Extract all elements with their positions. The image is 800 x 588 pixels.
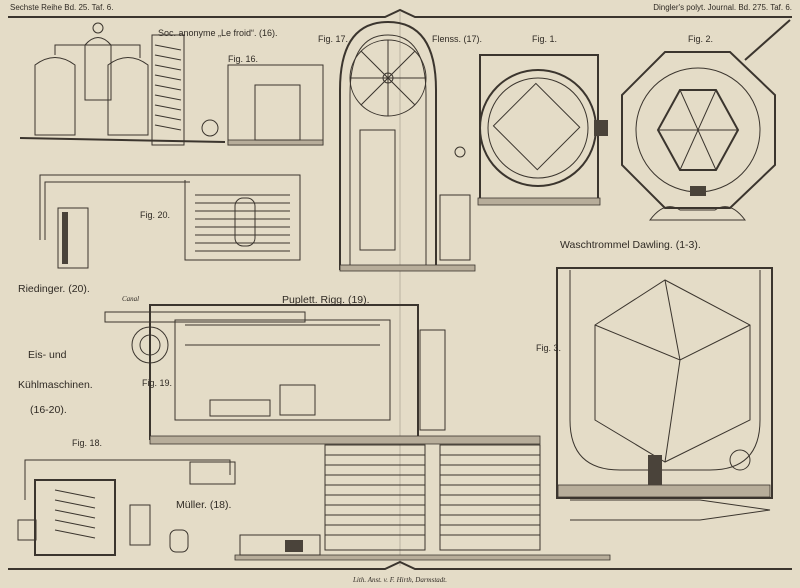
ice-cell-blocks	[234, 444, 611, 561]
label-eis-und: Eis- und	[28, 349, 67, 361]
fig18-apparatus	[17, 459, 236, 556]
label-fig20: Fig. 20.	[140, 210, 170, 220]
label-fig3: Fig. 3.	[536, 343, 561, 353]
fig1-drum	[477, 54, 608, 206]
label-fig16: Fig. 16.	[228, 54, 258, 64]
label-fig2: Fig. 2.	[688, 34, 713, 44]
label-fig18: Fig. 18.	[72, 438, 102, 448]
fig2-drum	[621, 19, 791, 221]
fig17-apparatus	[339, 20, 476, 272]
fig19-apparatus	[104, 304, 541, 445]
label-mueller: Müller. (18).	[176, 499, 231, 511]
label-flenss: Flenss. (17).	[432, 34, 482, 44]
label-canal: Canal	[122, 295, 139, 303]
label-soc-anonyme: Soc. anonyme „Le froid“. (16).	[158, 28, 278, 38]
top-border	[8, 8, 792, 18]
label-fig19: Fig. 19.	[142, 378, 172, 388]
fig16-apparatus	[19, 22, 324, 146]
footer-lithographer: Lith. Anst. v. F. Hirth, Darmstadt.	[352, 576, 447, 584]
header-right: Dingler's polyt. Journal. Bd. 275. Taf. …	[653, 3, 792, 12]
fig3-drum	[556, 267, 773, 521]
header-left: Sechste Reihe Bd. 25. Taf. 6.	[10, 3, 113, 12]
label-eis-range: (16-20).	[30, 404, 67, 416]
label-kuehlmaschinen: Kühlmaschinen.	[18, 379, 93, 391]
label-riedinger: Riedinger. (20).	[18, 283, 90, 295]
label-fig1: Fig. 1.	[532, 34, 557, 44]
label-puplett: Puplett. Rigg. (19).	[282, 294, 370, 306]
label-fig17: Fig. 17.	[318, 34, 348, 44]
fig20-apparatus	[39, 174, 301, 269]
label-waschtrommel: Waschtrommel Dawling. (1-3).	[560, 239, 701, 251]
bottom-border	[8, 560, 792, 570]
